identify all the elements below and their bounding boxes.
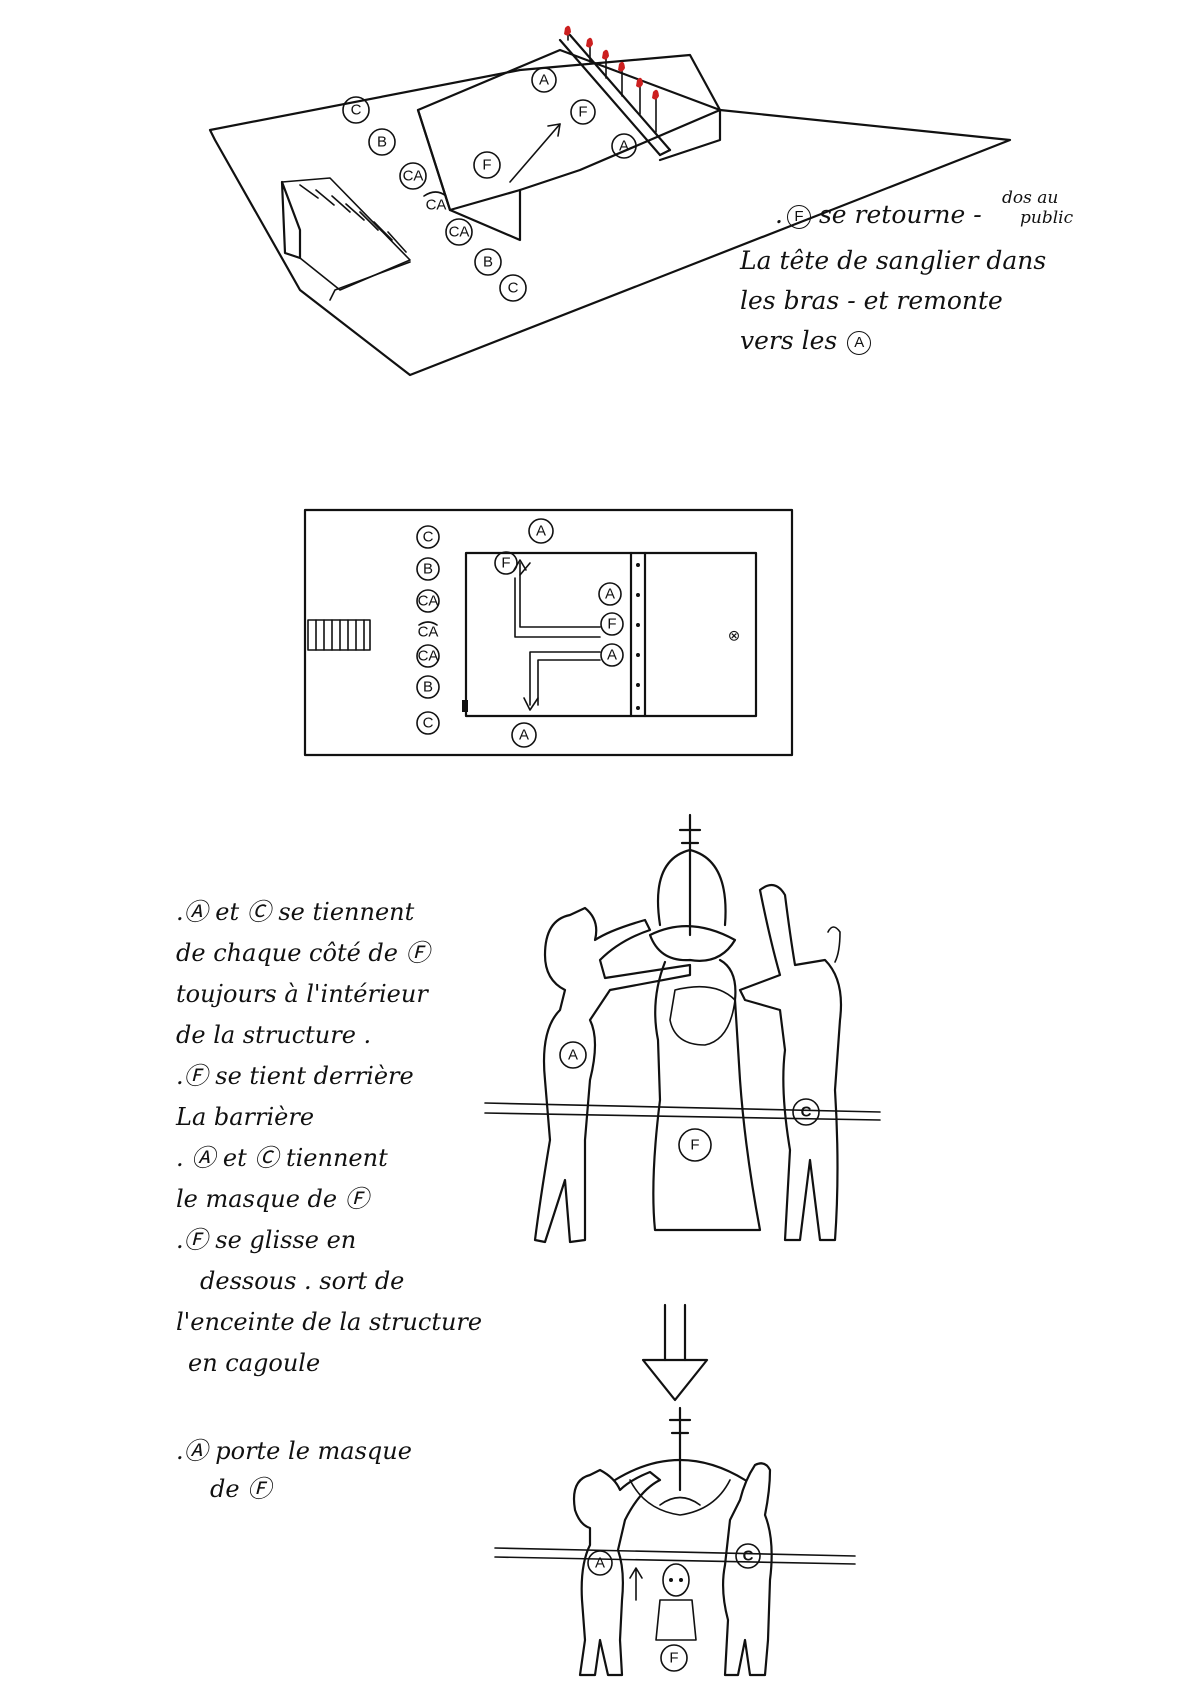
flag-icon bbox=[586, 37, 593, 48]
note-line: .Ⓐ et Ⓒ se tiennent bbox=[176, 898, 415, 926]
svg-text:F: F bbox=[482, 157, 491, 174]
stairs-icon bbox=[280, 177, 411, 301]
svg-text:C: C bbox=[743, 1548, 754, 1565]
scene1-note-line3: les bras - et remonte bbox=[740, 286, 1003, 315]
svg-text:C: C bbox=[801, 1104, 812, 1121]
stairs-icon bbox=[307, 619, 371, 651]
svg-text:A: A bbox=[539, 72, 549, 89]
note-line: de chaque côté de Ⓕ bbox=[176, 939, 430, 967]
svg-text:CA: CA bbox=[403, 168, 424, 185]
flag-icon bbox=[618, 61, 625, 72]
svg-text:CA: CA bbox=[418, 648, 439, 665]
figure-c-right: C bbox=[738, 883, 843, 1242]
svg-text:C: C bbox=[423, 529, 434, 546]
scene1-note-line2: La tête de sanglier dans bbox=[740, 246, 1047, 275]
plan-performers: C B CA CA CA B C A F A F A A ⊗ bbox=[416, 518, 741, 748]
flag-icon bbox=[602, 49, 609, 60]
symbol-a-badge: A bbox=[847, 330, 872, 355]
note-line: toujours à l'intérieur bbox=[176, 980, 428, 1008]
scene1-note-small-1: dos au bbox=[1002, 188, 1059, 208]
flag-icon bbox=[564, 25, 571, 36]
svg-text:A: A bbox=[536, 523, 546, 540]
note-line: .Ⓕ se glisse en bbox=[176, 1226, 357, 1254]
scene1-performers: C B CA CA CA B C F A F A bbox=[342, 67, 637, 302]
svg-text:F: F bbox=[669, 1650, 678, 1667]
scene1-note-small-2: public bbox=[1020, 208, 1074, 228]
note-line: dessous . sort de bbox=[200, 1267, 405, 1295]
svg-text:B: B bbox=[377, 134, 387, 151]
svg-text:C: C bbox=[423, 715, 434, 732]
flag-icon bbox=[636, 77, 643, 88]
note-line: La barrière bbox=[176, 1103, 315, 1131]
svg-text:A: A bbox=[595, 1555, 605, 1572]
svg-text:A: A bbox=[607, 647, 617, 664]
svg-text:C: C bbox=[508, 280, 519, 297]
flag-icon bbox=[652, 89, 659, 100]
scene3-notes: .Ⓐ et Ⓒ se tiennent de chaque côté de Ⓕ … bbox=[176, 892, 536, 1384]
mask-crown bbox=[613, 1406, 747, 1516]
svg-text:C: C bbox=[351, 102, 362, 119]
svg-text:A: A bbox=[568, 1047, 578, 1064]
svg-text:CA: CA bbox=[418, 593, 439, 610]
svg-text:CA: CA bbox=[449, 224, 470, 241]
note-line: le masque de Ⓕ bbox=[176, 1185, 369, 1213]
svg-text:A: A bbox=[619, 138, 629, 155]
note-line: l'enceinte de la structure bbox=[176, 1308, 483, 1336]
svg-text:CA: CA bbox=[426, 197, 447, 214]
svg-text:B: B bbox=[483, 254, 493, 271]
svg-text:CA: CA bbox=[418, 624, 439, 641]
figure-f-center: F bbox=[655, 1563, 697, 1672]
note-line: .Ⓕ se tient derrière bbox=[176, 1062, 414, 1090]
note-line: . Ⓐ et Ⓒ tiennent bbox=[176, 1144, 388, 1172]
svg-text:A: A bbox=[519, 727, 529, 744]
flags bbox=[564, 25, 659, 133]
scene4-note-line1: .Ⓐ porte le masque bbox=[176, 1437, 412, 1465]
symbol-f-badge: F bbox=[786, 204, 811, 229]
down-arrow-icon bbox=[641, 1303, 709, 1402]
figure-a-left: A bbox=[533, 906, 692, 1244]
svg-text:F: F bbox=[501, 555, 510, 572]
figure-a-left: A bbox=[572, 1468, 662, 1677]
svg-text:F: F bbox=[607, 616, 616, 633]
svg-text:A: A bbox=[605, 586, 615, 603]
target-x-icon: ⊗ bbox=[728, 628, 741, 645]
svg-text:F: F bbox=[690, 1137, 699, 1154]
scene4-note-line2: de Ⓕ bbox=[210, 1475, 272, 1503]
note-line: en cagoule bbox=[188, 1349, 321, 1377]
svg-text:F: F bbox=[578, 104, 587, 121]
svg-text:B: B bbox=[423, 561, 433, 578]
svg-text:B: B bbox=[423, 679, 433, 696]
figure-c-right: C bbox=[721, 1462, 773, 1677]
note-line: de la structure . bbox=[176, 1021, 372, 1049]
masked-figure-f: F bbox=[648, 813, 762, 1232]
